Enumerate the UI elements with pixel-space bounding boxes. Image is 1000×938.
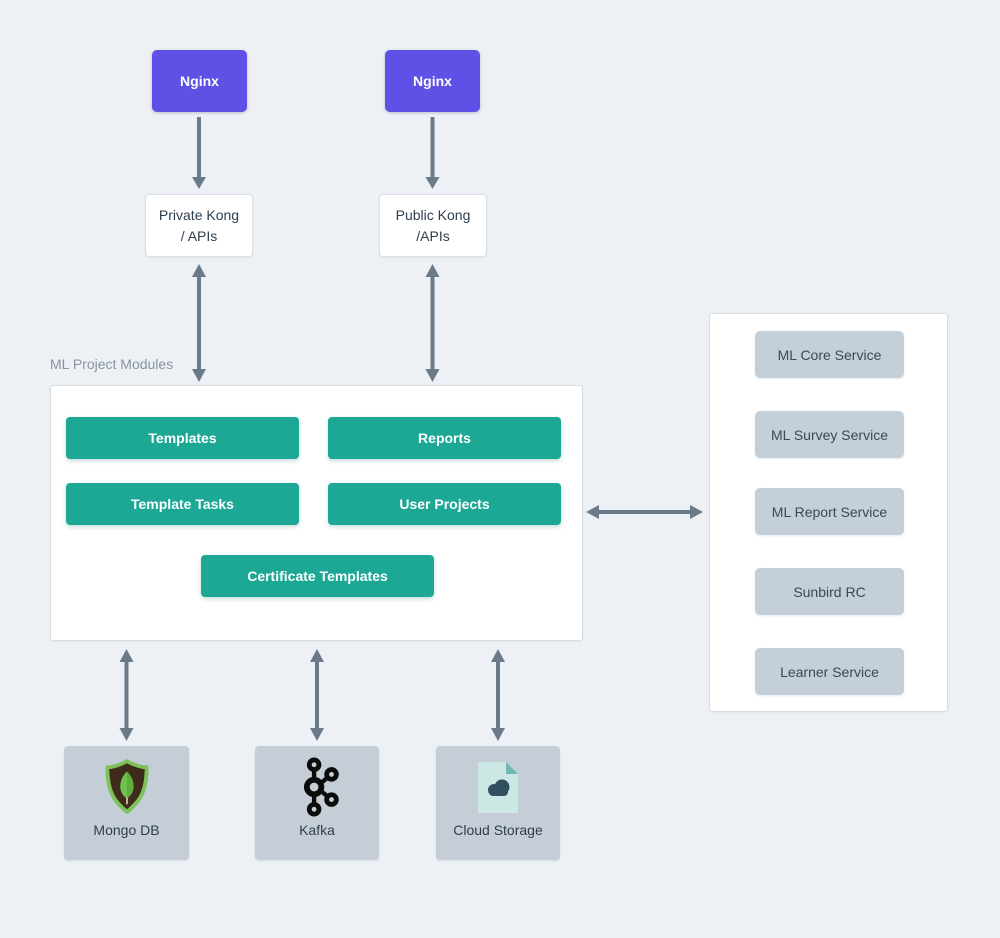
public-kong-line2: /APIs (416, 227, 450, 244)
ml-project-modules-label: ML Project Modules (50, 356, 174, 372)
datastore-kafka: Kafka (255, 746, 379, 860)
datastore-kafka-label: Kafka (299, 822, 335, 838)
service-node-sunbird-rc: Sunbird RC (755, 568, 904, 615)
datastore-cloud-storage: Cloud Storage (436, 746, 560, 860)
datastore-mongodb-label: Mongo DB (93, 822, 160, 838)
arrow-nginx-left-to-private-kong (192, 117, 206, 189)
arrow-ml-modules-kafka (310, 649, 324, 741)
private-kong-line1: Private Kong (158, 206, 240, 223)
mongodb-shield-icon (104, 756, 150, 818)
module-node-user-projects: User Projects (328, 483, 561, 525)
arrow-ml-modules-services (586, 505, 703, 519)
arrow-private-kong-ml-modules (192, 264, 206, 382)
nginx-node-right: Nginx (385, 50, 480, 112)
datastore-mongodb: Mongo DB (64, 746, 189, 860)
public-kong-line1: Public Kong (395, 206, 471, 223)
nginx-node-right-label: Nginx (413, 73, 452, 89)
services-panel: ML Core Service ML Survey Service ML Rep… (709, 313, 948, 712)
service-node-learner-service: Learner Service (755, 648, 904, 695)
nginx-node-left-label: Nginx (180, 73, 219, 89)
kafka-logo-icon (295, 756, 339, 818)
public-kong-node: Public Kong /APIs (379, 194, 487, 257)
ml-project-modules-panel: Templates Reports Template Tasks User Pr… (50, 385, 583, 641)
module-node-certificate-templates: Certificate Templates (201, 555, 434, 597)
arrow-ml-modules-cloud-storage (491, 649, 505, 741)
module-node-templates: Templates (66, 417, 299, 459)
module-node-reports: Reports (328, 417, 561, 459)
nginx-node-left: Nginx (152, 50, 247, 112)
module-node-template-tasks: Template Tasks (66, 483, 299, 525)
service-node-ml-survey: ML Survey Service (755, 411, 904, 458)
service-node-ml-report: ML Report Service (755, 488, 904, 535)
datastore-cloud-storage-label: Cloud Storage (453, 822, 543, 838)
document-cloud-icon (475, 756, 521, 818)
arrow-nginx-right-to-public-kong (425, 117, 440, 189)
private-kong-line2: / APIs (180, 227, 218, 244)
service-node-ml-core: ML Core Service (755, 331, 904, 378)
private-kong-node: Private Kong / APIs (145, 194, 253, 257)
arrow-ml-modules-mongodb (119, 649, 134, 741)
arrow-public-kong-ml-modules (425, 264, 440, 382)
